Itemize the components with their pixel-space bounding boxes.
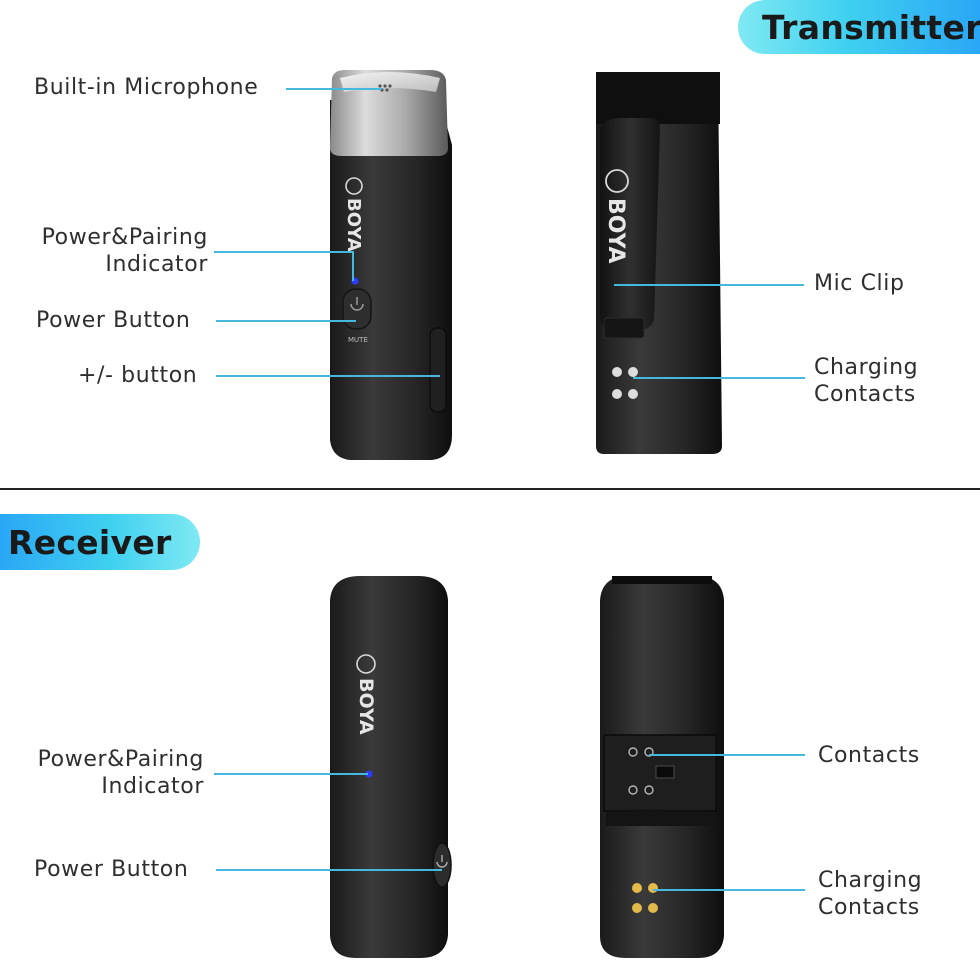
boya-logo-icon bbox=[605, 169, 629, 193]
tx-label-mic-clip: Mic Clip bbox=[814, 271, 905, 296]
tx-brand-text: BOYA bbox=[343, 198, 364, 252]
receiver-front: BOYA bbox=[330, 576, 452, 958]
tx-back-brand-text: BOYA bbox=[603, 198, 628, 264]
tx-mute-text: MUTE bbox=[348, 336, 368, 344]
tx-line-plus-minus bbox=[216, 375, 440, 377]
boya-logo-icon bbox=[356, 654, 376, 674]
tx-charging-contacts-dots bbox=[612, 367, 638, 399]
tx-line-power-button bbox=[216, 320, 356, 322]
transmitter-front: BOYA MUTE bbox=[330, 70, 452, 460]
rx-line-charging-contacts bbox=[653, 889, 805, 891]
tx-line-power-pairing bbox=[214, 251, 354, 253]
tx-line-built-in-mic bbox=[286, 88, 382, 90]
rx-label-charging-contacts: Charging Contacts bbox=[818, 868, 923, 920]
rx-line-contacts bbox=[649, 754, 805, 756]
receiver-banner: Receiver bbox=[0, 514, 200, 570]
tx-label-power-pairing: Power&Pairing Indicator bbox=[41, 225, 208, 277]
section-divider bbox=[0, 488, 980, 490]
tx-power-button bbox=[342, 288, 372, 330]
rx-contacts-dots bbox=[628, 747, 654, 795]
transmitter-banner: Transmitter bbox=[738, 0, 980, 54]
rx-indicator-led bbox=[365, 770, 373, 778]
tx-label-plus-minus: +/- button bbox=[78, 363, 198, 388]
transmitter-back: BOYA bbox=[596, 72, 722, 454]
rx-label-power-button: Power Button bbox=[34, 857, 189, 882]
boya-logo-icon bbox=[345, 177, 363, 195]
rx-line-power-pairing bbox=[214, 773, 368, 775]
transmitter-title: Transmitter bbox=[762, 7, 980, 47]
tx-line-mic-clip bbox=[614, 284, 804, 286]
tx-plus-minus-button bbox=[429, 327, 447, 413]
receiver-back bbox=[600, 576, 724, 958]
tx-line-power-pairing-drop bbox=[352, 251, 354, 281]
tx-label-power-button: Power Button bbox=[36, 308, 191, 333]
tx-line-charging-contacts bbox=[633, 377, 805, 379]
tx-label-charging-contacts: Charging Contacts bbox=[814, 355, 919, 407]
rx-label-power-pairing: Power&Pairing Indicator bbox=[37, 747, 204, 799]
rx-line-power-button bbox=[216, 869, 442, 871]
receiver-title: Receiver bbox=[8, 522, 172, 562]
rx-label-contacts: Contacts bbox=[818, 743, 920, 768]
rx-power-button bbox=[432, 842, 452, 888]
rx-brand-text: BOYA bbox=[355, 678, 377, 735]
tx-label-built-in-mic: Built-in Microphone bbox=[34, 75, 259, 100]
